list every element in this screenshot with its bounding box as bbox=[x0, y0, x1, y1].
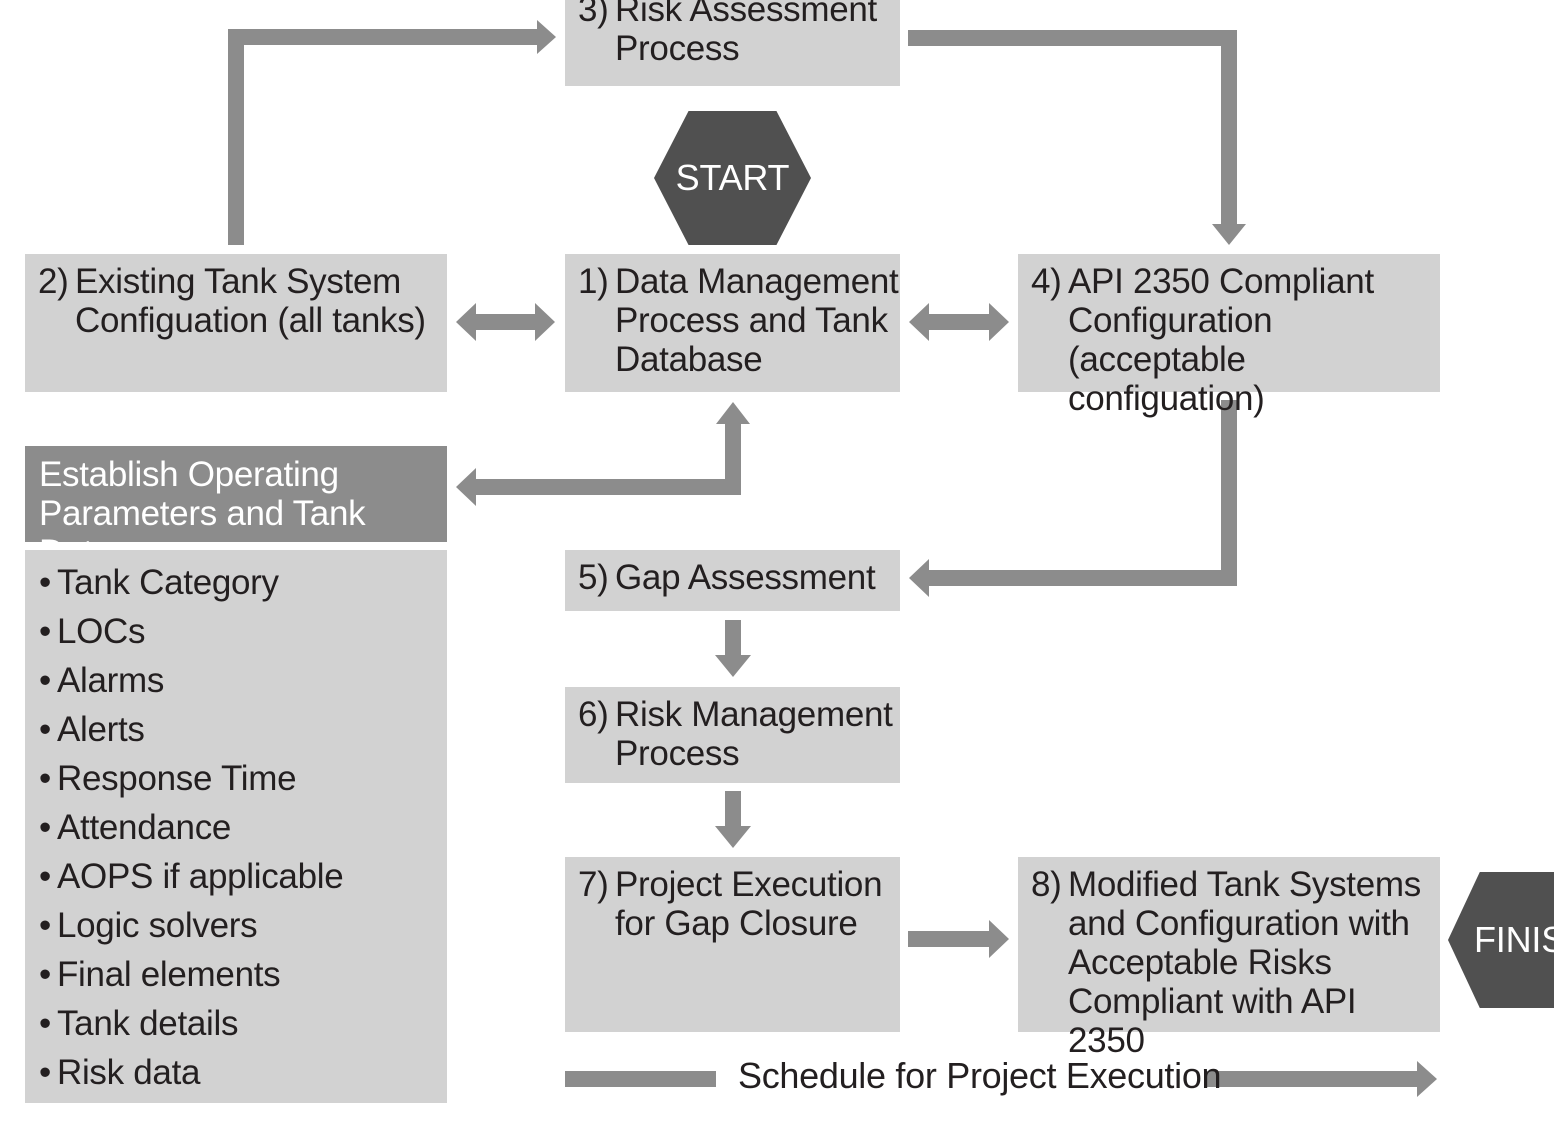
arrow-2-to-3 bbox=[228, 20, 556, 245]
arrow-7-to-8 bbox=[908, 920, 1009, 958]
start-label: START bbox=[675, 157, 790, 198]
list-item: Tank Category bbox=[39, 558, 447, 607]
list-item: LOCs bbox=[39, 607, 447, 656]
step-text-line: Project Execution bbox=[615, 865, 883, 904]
step-text-line: Configuation (all tanks) bbox=[75, 301, 426, 340]
step-number: 1) bbox=[578, 262, 609, 301]
step-number: 3) bbox=[578, 0, 609, 29]
step-text-line: (acceptable configuation) bbox=[1068, 340, 1265, 418]
start-hexagon: START bbox=[654, 111, 811, 245]
schedule-line-left bbox=[565, 1071, 716, 1087]
step-6-risk-management: 6) Risk Management Process bbox=[565, 687, 900, 783]
step-text-line: Risk Management bbox=[615, 695, 893, 734]
step-number: 6) bbox=[578, 695, 609, 734]
step-text-line: Gap Assessment bbox=[615, 558, 876, 597]
step-text-line: Compliant with API 2350 bbox=[1068, 982, 1357, 1060]
step-text-line: Process and Tank bbox=[615, 301, 888, 340]
list-item: Alerts bbox=[39, 705, 447, 754]
arrow-1-2-bidirectional bbox=[456, 303, 555, 341]
step-number: 8) bbox=[1031, 865, 1062, 904]
step-number: 4) bbox=[1031, 262, 1062, 301]
step-text-line: Acceptable Risks bbox=[1068, 943, 1332, 982]
step-8-modified-tank-systems: 8) Modified Tank Systems and Configurati… bbox=[1018, 857, 1440, 1060]
step-text-line: Modified Tank Systems bbox=[1068, 865, 1421, 904]
step-number: 7) bbox=[578, 865, 609, 904]
arrow-6-to-7 bbox=[715, 791, 751, 848]
parameters-header-line: Establish Operating bbox=[39, 455, 339, 494]
step-text-line: Configuration bbox=[1068, 301, 1273, 340]
list-item: Attendance bbox=[39, 803, 447, 852]
step-number: 5) bbox=[578, 558, 609, 597]
finish-label: FINIS bbox=[1474, 919, 1554, 960]
arrow-4-to-5 bbox=[909, 400, 1237, 597]
list-item: Alarms bbox=[39, 656, 447, 705]
arrow-5-to-6 bbox=[715, 620, 751, 677]
step-5-gap-assessment: 5) Gap Assessment bbox=[565, 550, 900, 611]
schedule-arrow-right bbox=[1207, 1061, 1437, 1097]
arrow-3-to-4 bbox=[908, 30, 1246, 245]
step-text-line: API 2350 Compliant bbox=[1068, 262, 1374, 301]
list-item: Risk data bbox=[39, 1048, 447, 1097]
parameters-list: Tank Category LOCs Alarms Alerts Respons… bbox=[25, 550, 447, 1103]
arrow-1-parameters-bidirectional bbox=[456, 402, 750, 506]
step-4-api-compliant-configuration: 4) API 2350 Compliant Configuration (acc… bbox=[1018, 254, 1440, 418]
step-number: 2) bbox=[38, 262, 69, 301]
list-item: Tank details bbox=[39, 999, 447, 1048]
parameters-header: Establish Operating Parameters and Tank … bbox=[25, 446, 447, 572]
step-text-line: Existing Tank System bbox=[75, 262, 401, 301]
step-text-line: Database bbox=[615, 340, 763, 379]
schedule-label: Schedule for Project Execution bbox=[738, 1055, 1222, 1096]
step-7-project-execution: 7) Project Execution for Gap Closure bbox=[565, 857, 900, 1032]
step-1-data-management: 1) Data Management Process and Tank Data… bbox=[565, 254, 900, 392]
list-item: Final elements bbox=[39, 950, 447, 999]
step-text-line: Process bbox=[615, 29, 740, 68]
step-3-risk-assessment: 3) Risk Assessment Process bbox=[565, 0, 900, 86]
list-item: Response Time bbox=[39, 754, 447, 803]
list-item: AOPS if applicable bbox=[39, 852, 447, 901]
step-2-existing-tank-system: 2) Existing Tank System Configuation (al… bbox=[25, 254, 447, 392]
step-text-line: and Configuration with bbox=[1068, 904, 1410, 943]
arrow-1-4-bidirectional bbox=[909, 303, 1009, 341]
step-text-line: for Gap Closure bbox=[615, 904, 858, 943]
list-item: Logic solvers bbox=[39, 901, 447, 950]
step-text-line: Risk Assessment bbox=[615, 0, 877, 29]
step-text-line: Process bbox=[615, 734, 740, 773]
step-text-line: Data Management bbox=[615, 262, 899, 301]
